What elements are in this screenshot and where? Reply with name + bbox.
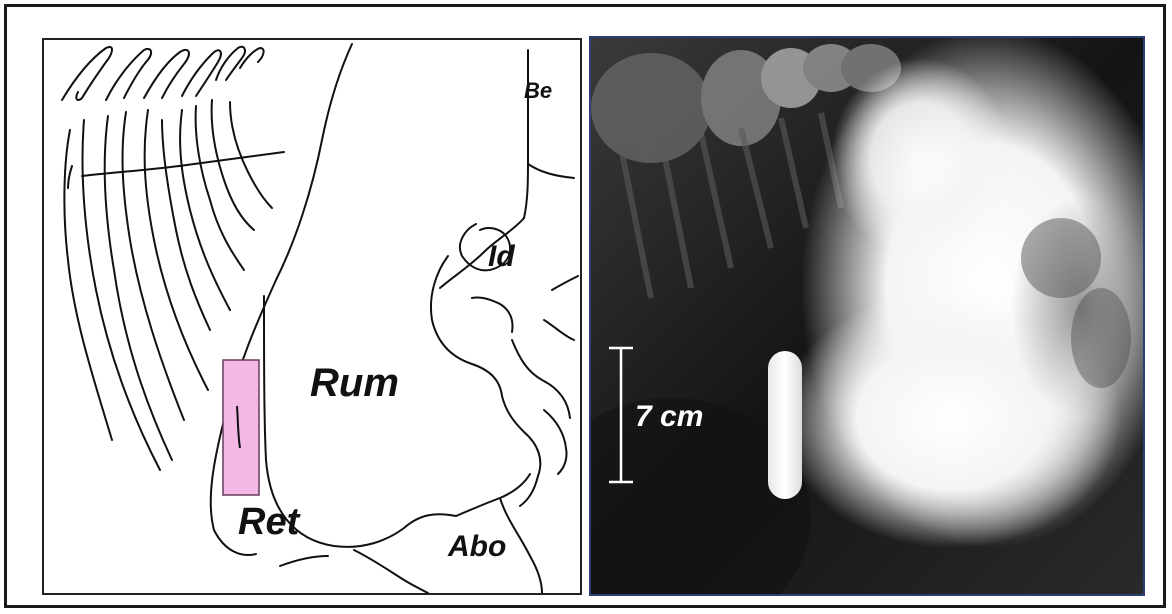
schematic-panel: Be Id Rum Ret Abo (42, 38, 582, 595)
schematic-drawing: Be Id Rum Ret Abo (44, 40, 580, 593)
label-rum: Rum (310, 361, 399, 405)
label-id: Id (488, 240, 515, 273)
scale-label: 7 cm (635, 400, 703, 433)
radiograph-image: 7 cm (591, 38, 1143, 594)
label-be: Be (524, 78, 552, 103)
rib-outlines (62, 44, 578, 593)
capsule-shadow (768, 351, 802, 499)
label-abo: Abo (447, 530, 506, 563)
radiograph-panel: 7 cm (589, 36, 1145, 596)
marker-rectangle (223, 360, 259, 495)
label-ret: Ret (238, 501, 301, 543)
